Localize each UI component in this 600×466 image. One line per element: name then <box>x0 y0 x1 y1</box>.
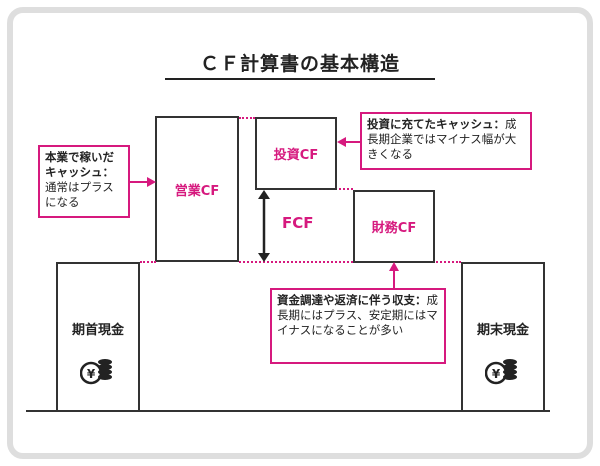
dotted-line-top <box>239 117 255 119</box>
investing-note-text: 成長期企業ではマイナス幅が大きくなる <box>367 117 517 161</box>
arrow-left-icon <box>337 137 361 147</box>
fcf-double-arrow-icon <box>258 190 270 262</box>
operating-note-text: 通常はプラスになる <box>45 180 114 209</box>
fcf-label: FCF <box>282 214 314 232</box>
baseline <box>26 410 550 412</box>
yen-coin-stack-icon: ¥ <box>80 359 112 385</box>
investing-note-title: 投資に充てたキャッシュ： <box>367 117 505 131</box>
diagram-title: ＣＦ計算書の基本構造 <box>165 50 435 80</box>
dotted-line-investing-bottom <box>335 188 353 190</box>
financing-note: 資金調達や返済に伴う収支：成長期にはプラス、安定期にはマイナスになることが多い <box>270 288 446 364</box>
closing-cash-label: 期末現金 <box>476 322 529 338</box>
arrow-right-icon <box>130 177 156 187</box>
operating-cf-box: 営業CF <box>155 116 239 262</box>
svg-text:¥: ¥ <box>87 367 96 381</box>
opening-cash-label: 期首現金 <box>71 322 124 338</box>
financing-cf-box: 財務CF <box>353 190 435 263</box>
operating-note-title: 本業で稼いだキャッシュ： <box>45 150 114 179</box>
investing-cf-box: 投資CF <box>255 117 337 190</box>
investing-note: 投資に充てたキャッシュ：成長期企業ではマイナス幅が大きくなる <box>360 112 532 170</box>
arrow-up-icon <box>389 262 399 288</box>
operating-cf-label: 営業CF <box>174 183 220 199</box>
closing-cash-box: 期末現金 <box>461 262 545 412</box>
investing-cf-label: 投資CF <box>273 148 319 163</box>
operating-note: 本業で稼いだキャッシュ：通常はプラスになる <box>38 145 130 218</box>
dotted-line-closing <box>433 261 461 263</box>
financing-note-text: 成長期にはプラス、安定期にはマイナスになることが多い <box>277 293 438 337</box>
financing-note-title: 資金調達や返済に伴う収支： <box>277 293 427 307</box>
opening-cash-box: 期首現金 <box>56 262 140 412</box>
svg-text:¥: ¥ <box>492 367 501 381</box>
dotted-line-opening <box>140 261 156 263</box>
yen-coin-stack-icon: ¥ <box>485 359 517 385</box>
financing-cf-label: 財務CF <box>371 221 417 236</box>
dotted-line-financing-bottom <box>239 261 353 263</box>
